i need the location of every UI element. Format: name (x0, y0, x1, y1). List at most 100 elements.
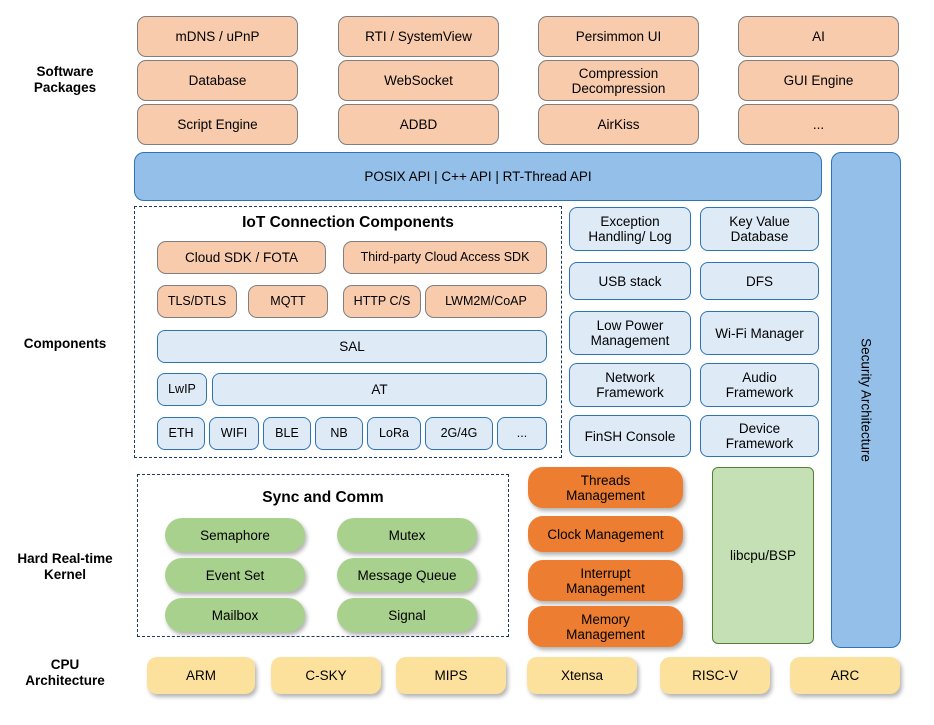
component-device-framework[interactable]: Device Framework (700, 415, 819, 457)
iot-box-label: WIFI (220, 426, 248, 440)
iot-tls-dtls[interactable]: TLS/DTLS (157, 285, 237, 318)
package-websocket[interactable]: WebSocket (338, 60, 499, 101)
kernel-label-line2: Management (566, 580, 645, 596)
package-label: AI (812, 29, 825, 44)
iot-connection-title: IoT Connection Components (242, 214, 454, 231)
component-label-line2: Framework (596, 385, 664, 400)
component-usb-stack[interactable]: USB stack (569, 262, 691, 300)
kernel-label-line2: Management (566, 487, 645, 503)
iot-mqtt[interactable]: MQTT (248, 285, 328, 318)
component-network-framework[interactable]: Network Framework (569, 363, 691, 407)
cpu-arm[interactable]: ARM (147, 657, 255, 694)
row-label-software-packages-line2: Packages (33, 80, 97, 95)
iot-box-label: AT (371, 382, 388, 397)
package-label: ... (812, 117, 825, 132)
package-label: AirKiss (597, 117, 640, 132)
iot-box-label: Cloud SDK / FOTA (184, 250, 299, 265)
iot-link-ble[interactable]: BLE (263, 417, 311, 450)
kernel-clock-management[interactable]: Clock Management (528, 516, 683, 552)
kernel-message-queue[interactable]: Message Queue (337, 558, 477, 592)
component-dfs[interactable]: DFS (700, 262, 819, 300)
row-label-kernel: Hard Real-time Kernel (0, 551, 130, 583)
row-label-cpu-architecture: CPU Architecture (0, 657, 130, 689)
package-label: GUI Engine (783, 73, 854, 88)
kernel-libcpu-bsp[interactable]: libcpu/BSP (712, 467, 814, 644)
cpu-c-sky[interactable]: C-SKY (271, 657, 381, 694)
iot-sal[interactable]: SAL (157, 330, 547, 363)
iot-box-label: TLS/DTLS (167, 294, 227, 308)
api-bar[interactable]: POSIX API | C++ API | RT-Thread API (134, 152, 822, 201)
package-more[interactable]: ... (738, 104, 899, 145)
package-adbd[interactable]: ADBD (338, 104, 499, 145)
iot-cloud-sdk-fota[interactable]: Cloud SDK / FOTA (157, 241, 326, 274)
cpu-risc-v[interactable]: RISC-V (660, 657, 770, 694)
sync-and-comm-group (137, 474, 509, 637)
cpu-mips[interactable]: MIPS (396, 657, 506, 694)
component-wifi-manager[interactable]: Wi-Fi Manager (700, 311, 819, 355)
package-script-engine[interactable]: Script Engine (137, 104, 298, 145)
component-exception-handling-log[interactable]: Exception Handling/ Log (569, 207, 691, 251)
iot-box-label: LoRa (379, 426, 409, 440)
component-label-line1: Exception (600, 214, 660, 229)
package-rti-systemview[interactable]: RTI / SystemView (338, 16, 499, 57)
package-ai[interactable]: AI (738, 16, 899, 57)
kernel-label: libcpu/BSP (729, 548, 797, 563)
kernel-memory-management[interactable]: Memory Management (528, 606, 683, 647)
iot-at[interactable]: AT (212, 373, 547, 406)
component-label-line2: Framework (725, 436, 794, 451)
component-label-line2: Database (730, 229, 789, 244)
kernel-label: Message Queue (357, 567, 457, 583)
component-label: USB stack (598, 273, 662, 289)
component-label-line2: Management (590, 333, 670, 348)
cpu-arc[interactable]: ARC (790, 657, 900, 694)
package-label: Script Engine (177, 117, 258, 132)
kernel-mutex[interactable]: Mutex (337, 518, 477, 552)
kernel-label: Mailbox (211, 607, 259, 623)
iot-lwip[interactable]: LwIP (157, 373, 207, 406)
row-label-components-text: Components (23, 336, 107, 351)
component-finsh-console[interactable]: FinSH Console (569, 415, 691, 457)
row-label-kernel-line1: Hard Real-time (17, 551, 113, 566)
kernel-label: Clock Management (547, 526, 664, 542)
kernel-semaphore[interactable]: Semaphore (165, 518, 305, 552)
package-airkiss[interactable]: AirKiss (538, 104, 699, 145)
iot-lwm2m-coap[interactable]: LWM2M/CoAP (425, 285, 547, 318)
component-label-line1: Device (738, 421, 781, 436)
cpu-xtensa[interactable]: Xtensa (527, 657, 637, 694)
iot-link-nb[interactable]: NB (315, 417, 363, 450)
kernel-mailbox[interactable]: Mailbox (165, 598, 305, 632)
row-label-software-packages: Software Packages (0, 64, 130, 96)
iot-box-label: LwIP (168, 382, 196, 396)
iot-third-party-cloud-access-sdk[interactable]: Third-party Cloud Access SDK (343, 241, 547, 274)
iot-http-cs[interactable]: HTTP C/S (343, 285, 421, 318)
package-label: mDNS / uPnP (175, 29, 260, 44)
package-compression-decompression[interactable]: Compression Decompression (538, 60, 699, 101)
iot-box-label: NB (330, 426, 348, 440)
kernel-signal[interactable]: Signal (337, 598, 477, 632)
package-label: Persimmon UI (575, 29, 662, 44)
package-persimmon-ui[interactable]: Persimmon UI (538, 16, 699, 57)
component-low-power-management[interactable]: Low Power Management (569, 311, 691, 355)
kernel-label-line2: Management (566, 626, 645, 642)
kernel-label-line1: Threads (580, 472, 631, 488)
security-architecture-bar[interactable]: Security Architecture (831, 152, 901, 648)
package-mdns-upnp[interactable]: mDNS / uPnP (137, 16, 298, 57)
kernel-interrupt-management[interactable]: Interrupt Management (528, 560, 683, 601)
kernel-label: Signal (388, 607, 426, 623)
component-key-value-database[interactable]: Key Value Database (700, 207, 819, 251)
component-audio-framework[interactable]: Audio Framework (700, 363, 819, 407)
iot-link-wifi[interactable]: WIFI (209, 417, 259, 450)
component-label-line2: Handling/ Log (588, 229, 672, 244)
iot-link-eth[interactable]: ETH (157, 417, 205, 450)
kernel-threads-management[interactable]: Threads Management (528, 467, 683, 508)
kernel-event-set[interactable]: Event Set (165, 558, 305, 592)
package-database[interactable]: Database (137, 60, 298, 101)
iot-link-lora[interactable]: LoRa (367, 417, 421, 450)
iot-link-2g-4g[interactable]: 2G/4G (425, 417, 493, 450)
kernel-label-line1: Memory (581, 611, 630, 627)
iot-link-more[interactable]: ... (497, 417, 547, 450)
package-gui-engine[interactable]: GUI Engine (738, 60, 899, 101)
iot-box-label: BLE (275, 426, 299, 440)
cpu-label: C-SKY (305, 668, 347, 683)
